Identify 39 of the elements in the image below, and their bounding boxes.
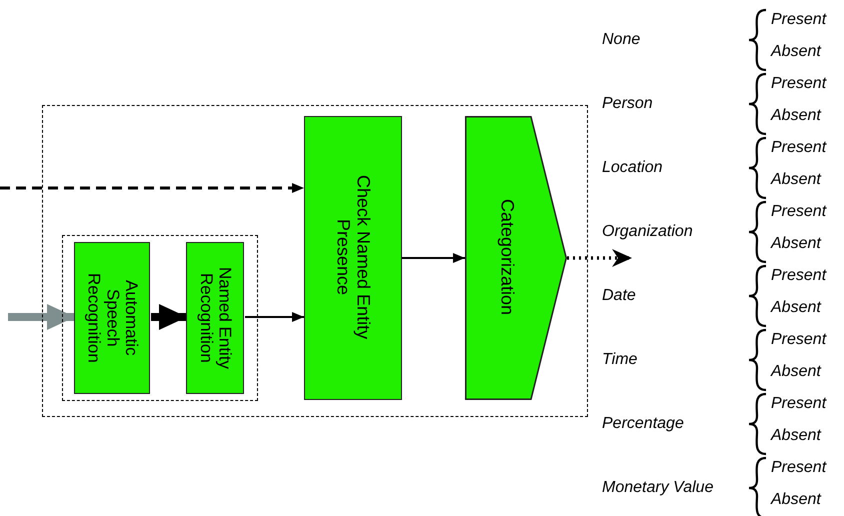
category-label: Monetary Value <box>602 479 714 497</box>
node-label: Categorization <box>496 199 516 316</box>
arrow <box>567 249 632 267</box>
process-box <box>74 242 150 394</box>
process-box <box>304 116 402 400</box>
node-label: Automatic Speech Recognition <box>84 272 140 365</box>
state-label: Absent <box>771 363 821 381</box>
state-label: Present <box>771 395 826 413</box>
dashed-group-frame <box>42 105 588 417</box>
arrow <box>0 183 304 193</box>
category-label: Location <box>602 159 662 177</box>
node-label: Named Entity Recognition <box>196 266 234 372</box>
state-label: Present <box>771 267 826 285</box>
arrow <box>402 253 465 263</box>
state-label: Absent <box>771 107 821 125</box>
state-label: Absent <box>771 171 821 189</box>
dashed-group-frame <box>62 234 258 400</box>
category-label: Person <box>602 95 653 113</box>
state-label: Present <box>771 331 826 349</box>
state-label: Present <box>771 75 826 93</box>
category-label: Time <box>602 351 638 369</box>
arrow <box>245 312 304 322</box>
state-label: Present <box>771 203 826 221</box>
category-label: Date <box>602 287 636 305</box>
state-label: Absent <box>771 43 821 61</box>
arrow <box>8 304 75 330</box>
state-label: Absent <box>771 427 821 445</box>
category-label: Percentage <box>602 415 684 433</box>
state-label: Absent <box>771 235 821 253</box>
state-label: Absent <box>771 299 821 317</box>
process-box <box>186 242 244 394</box>
category-label: Organization <box>602 223 693 241</box>
arrow <box>151 304 187 330</box>
state-label: Present <box>771 459 826 477</box>
category-label: None <box>602 31 640 49</box>
state-label: Present <box>771 11 826 29</box>
state-label: Present <box>771 139 826 157</box>
state-label: Absent <box>771 491 821 509</box>
node-label: Check Named Entity Presence <box>332 174 372 342</box>
